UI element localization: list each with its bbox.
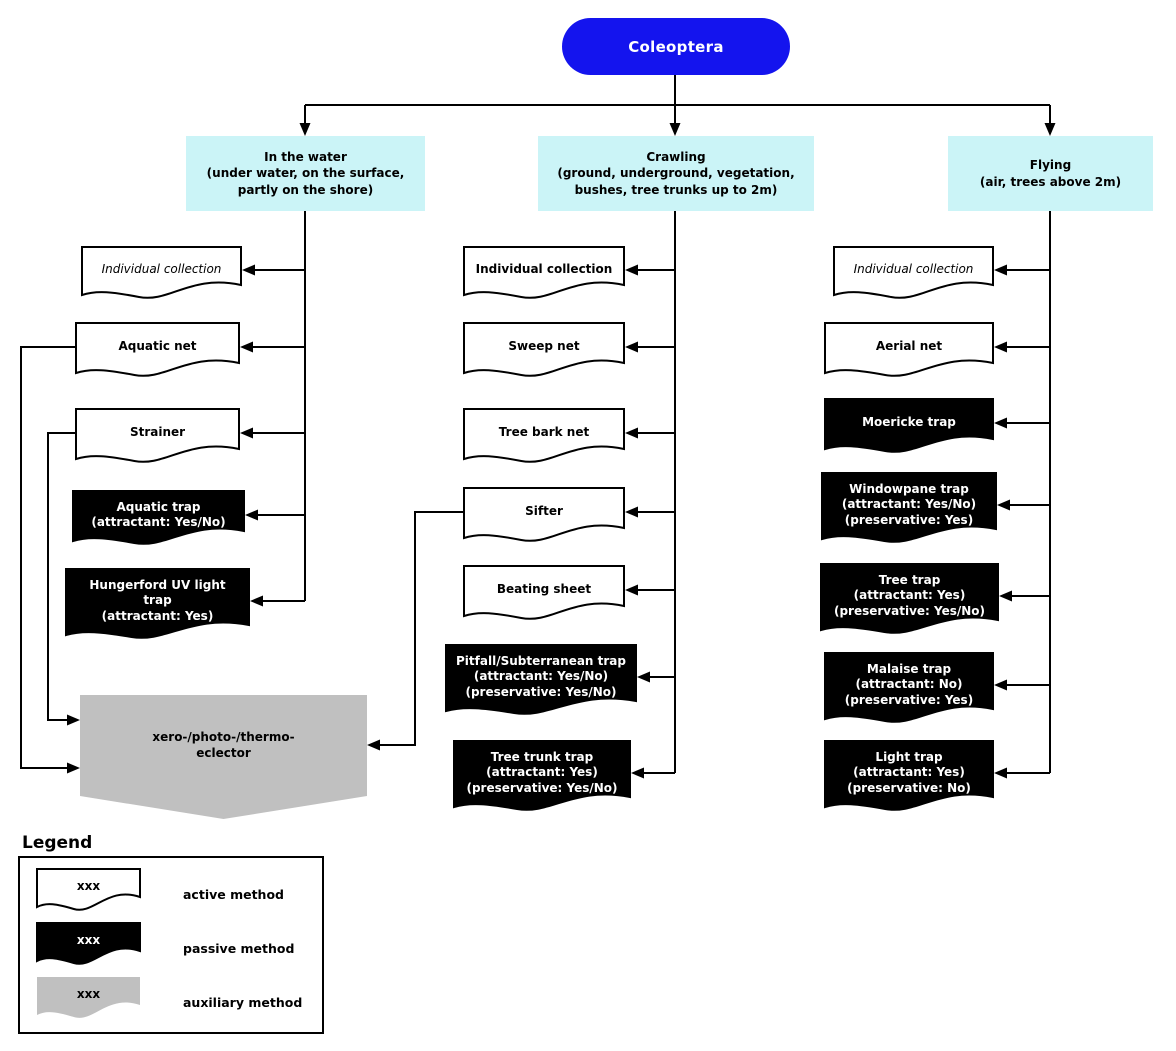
- node-label: Strainer: [129, 425, 186, 440]
- node-beating-sheet: Beating sheet: [463, 565, 625, 631]
- node-strainer: Strainer: [75, 408, 240, 474]
- document-shape: [824, 398, 994, 453]
- node-individual-collection-flying: Individual collection: [833, 246, 994, 310]
- node-label: Aquatic trap (attractant: Yes/No): [91, 499, 226, 529]
- node-sifter: Sifter: [463, 487, 625, 553]
- legend-item-label: active method: [183, 886, 284, 902]
- node-label: Tree bark net: [498, 425, 590, 440]
- root-node-coleoptera: Coleoptera: [562, 18, 790, 75]
- legend-row-active: xxx active method: [36, 868, 322, 920]
- node-tree-bark-net: Tree bark net: [463, 408, 625, 474]
- node-aerial-net: Aerial net: [824, 322, 994, 388]
- document-shape: [75, 322, 240, 377]
- document-shape: [833, 246, 994, 299]
- document-shape: [453, 740, 631, 811]
- legend-row-auxiliary: xxx auxiliary method: [36, 976, 322, 1028]
- node-label: Tree trunk trap (attractant: Yes) (prese…: [466, 749, 618, 795]
- document-shape: [820, 563, 999, 634]
- document-shape: [463, 246, 625, 299]
- document-shape: [75, 408, 240, 463]
- document-shape: [463, 487, 625, 542]
- node-label: Light trap (attractant: Yes) (preservati…: [847, 749, 971, 795]
- legend-shape-auxiliary: xxx: [36, 976, 141, 1028]
- node-tree-trap: Tree trap (attractant: Yes) (preservativ…: [820, 563, 999, 645]
- document-shape: [463, 565, 625, 620]
- node-label: Individual collection: [853, 262, 974, 277]
- document-shape: [445, 644, 637, 715]
- document-shape: [824, 652, 994, 723]
- legend-row-passive: xxx passive method: [36, 922, 322, 974]
- document-shape: [463, 408, 625, 463]
- node-individual-collection-water: Individual collection: [81, 246, 242, 310]
- legend-box: xxx active method xxx passive method xxx auxi…: [18, 856, 324, 1034]
- node-label: Pitfall/Subterranean trap (attractant: Y…: [456, 653, 626, 699]
- legend-sample-text: xxx: [76, 933, 101, 948]
- node-light-trap: Light trap (attractant: Yes) (preservati…: [824, 740, 994, 822]
- legend-sample-text: xxx: [76, 987, 101, 1002]
- node-sweep-net: Sweep net: [463, 322, 625, 388]
- node-label: Moericke trap: [862, 415, 956, 430]
- node-hungerford-uv-light-trap: Hungerford UV light trap (attractant: Ye…: [65, 568, 250, 650]
- node-individual-collection-crawling: Individual collection: [463, 246, 625, 310]
- node-aquatic-net: Aquatic net: [75, 322, 240, 388]
- document-shape: [72, 490, 245, 545]
- branch-header-in-the-water: In the water (under water, on the surfac…: [186, 136, 425, 211]
- document-shape: [824, 740, 994, 811]
- legend-shape-passive: xxx: [36, 922, 141, 974]
- legend-sample-text: xxx: [76, 879, 101, 894]
- branch-header-flying: Flying (air, trees above 2m): [948, 136, 1153, 211]
- node-windowpane-trap: Windowpane trap (attractant: Yes/No) (pr…: [821, 472, 997, 554]
- document-shape: [821, 472, 997, 543]
- legend-title: Legend: [22, 833, 93, 853]
- node-label: Individual collection: [101, 262, 222, 277]
- node-label: Individual collection: [475, 262, 613, 277]
- document-shape: [463, 322, 625, 377]
- node-label: Aquatic net: [118, 339, 197, 354]
- eclector-label: xero-/photo-/thermo- eclector: [152, 730, 295, 760]
- node-label: Beating sheet: [496, 582, 592, 597]
- node-label: Sweep net: [508, 339, 580, 354]
- legend-shape-active: xxx: [36, 868, 141, 920]
- legend-item-label: passive method: [183, 940, 295, 956]
- node-label: Sifter: [525, 504, 563, 519]
- document-shape: [81, 246, 242, 299]
- document-shape: [65, 568, 250, 639]
- node-eclector: xero-/photo-/thermo- eclector: [80, 695, 367, 820]
- eclector-shape: [80, 695, 367, 819]
- node-malaise-trap: Malaise trap (attractant: No) (preservat…: [824, 652, 994, 734]
- node-label: Malaise trap (attractant: No) (preservat…: [844, 661, 974, 707]
- node-aquatic-trap: Aquatic trap (attractant: Yes/No): [72, 490, 245, 556]
- node-moericke-trap: Moericke trap: [824, 398, 994, 464]
- node-label: Tree trap (attractant: Yes) (preservativ…: [833, 572, 986, 618]
- legend-item-label: auxiliary method: [183, 994, 303, 1010]
- node-tree-trunk-trap: Tree trunk trap (attractant: Yes) (prese…: [453, 740, 631, 822]
- node-label: Hungerford UV light trap (attractant: Ye…: [89, 577, 226, 623]
- branch-header-crawling: Crawling (ground, underground, vegetatio…: [538, 136, 814, 211]
- node-label: Windowpane trap (attractant: Yes/No) (pr…: [841, 481, 977, 527]
- document-shape: [824, 322, 994, 377]
- node-label: Aerial net: [875, 339, 943, 354]
- node-pitfall-subterranean-trap: Pitfall/Subterranean trap (attractant: Y…: [445, 644, 637, 726]
